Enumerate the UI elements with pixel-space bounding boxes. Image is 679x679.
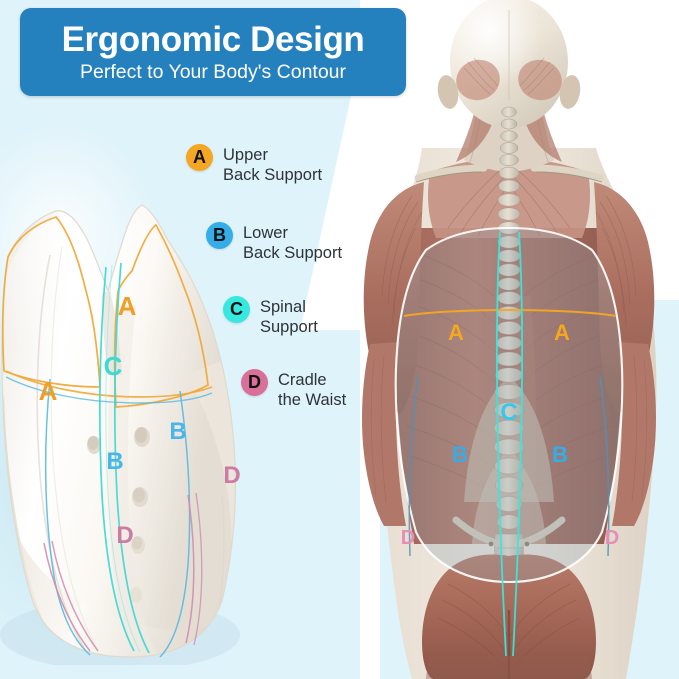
- legend-badge-d: D: [241, 369, 268, 396]
- legend-badge-b: B: [206, 222, 233, 249]
- header-banner: Ergonomic Design Perfect to Your Body's …: [20, 8, 406, 96]
- legend-label-a: Upper Back Support: [223, 146, 323, 185]
- lumbar-cushion-illustration: A A C B B D D: [0, 195, 270, 665]
- cushion-zone-letter-a-right: A: [118, 291, 137, 321]
- legend-badge-c: C: [223, 296, 250, 323]
- banner-title: Ergonomic Design: [61, 19, 365, 59]
- legend-item-spinal-support: C Spinal Support: [223, 296, 318, 337]
- cushion-zone-letter-c: C: [104, 351, 123, 381]
- legend-item-upper-back-support: A Upper Back Support: [186, 144, 322, 185]
- anatomy-zone-letter-b-left: B: [452, 442, 468, 467]
- legend-label-d: Cradle the Waist: [278, 371, 347, 410]
- anatomy-zone-letter-a-right: A: [554, 320, 570, 345]
- cushion-zone-letter-b-left: B: [106, 448, 123, 475]
- banner-subtitle: Perfect to Your Body's Contour: [79, 60, 347, 83]
- anatomy-zone-letter-a-left: A: [448, 320, 464, 345]
- legend-badge-letter-c: C: [230, 299, 243, 319]
- cushion-zone-letter-b-right: B: [169, 418, 186, 445]
- legend-badge-letter-a: A: [193, 147, 206, 167]
- legend-badge-letter-b: B: [213, 225, 226, 245]
- cushion-zone-letter-d-right: D: [223, 462, 240, 489]
- anatomy-zone-letter-b-right: B: [552, 442, 568, 467]
- legend-item-lower-back-support: B Lower Back Support: [206, 222, 342, 263]
- cushion-zone-letter-d-left: D: [116, 522, 133, 549]
- anatomy-zone-letter-c: C: [500, 399, 517, 426]
- legend-item-cradle-the-waist: D Cradle the Waist: [241, 369, 346, 410]
- human-back-anatomy-illustration: A A C B B D D: [360, 0, 679, 679]
- cushion-zone-letter-a-left: A: [39, 376, 58, 406]
- anatomy-zone-letter-d-right: D: [605, 527, 619, 549]
- legend-label-b: Lower Back Support: [243, 224, 343, 263]
- legend-badge-letter-d: D: [248, 372, 261, 392]
- legend-badge-a: A: [186, 144, 213, 171]
- legend-label-c: Spinal Support: [260, 298, 318, 337]
- anatomy-zone-letter-d-left: D: [401, 527, 415, 549]
